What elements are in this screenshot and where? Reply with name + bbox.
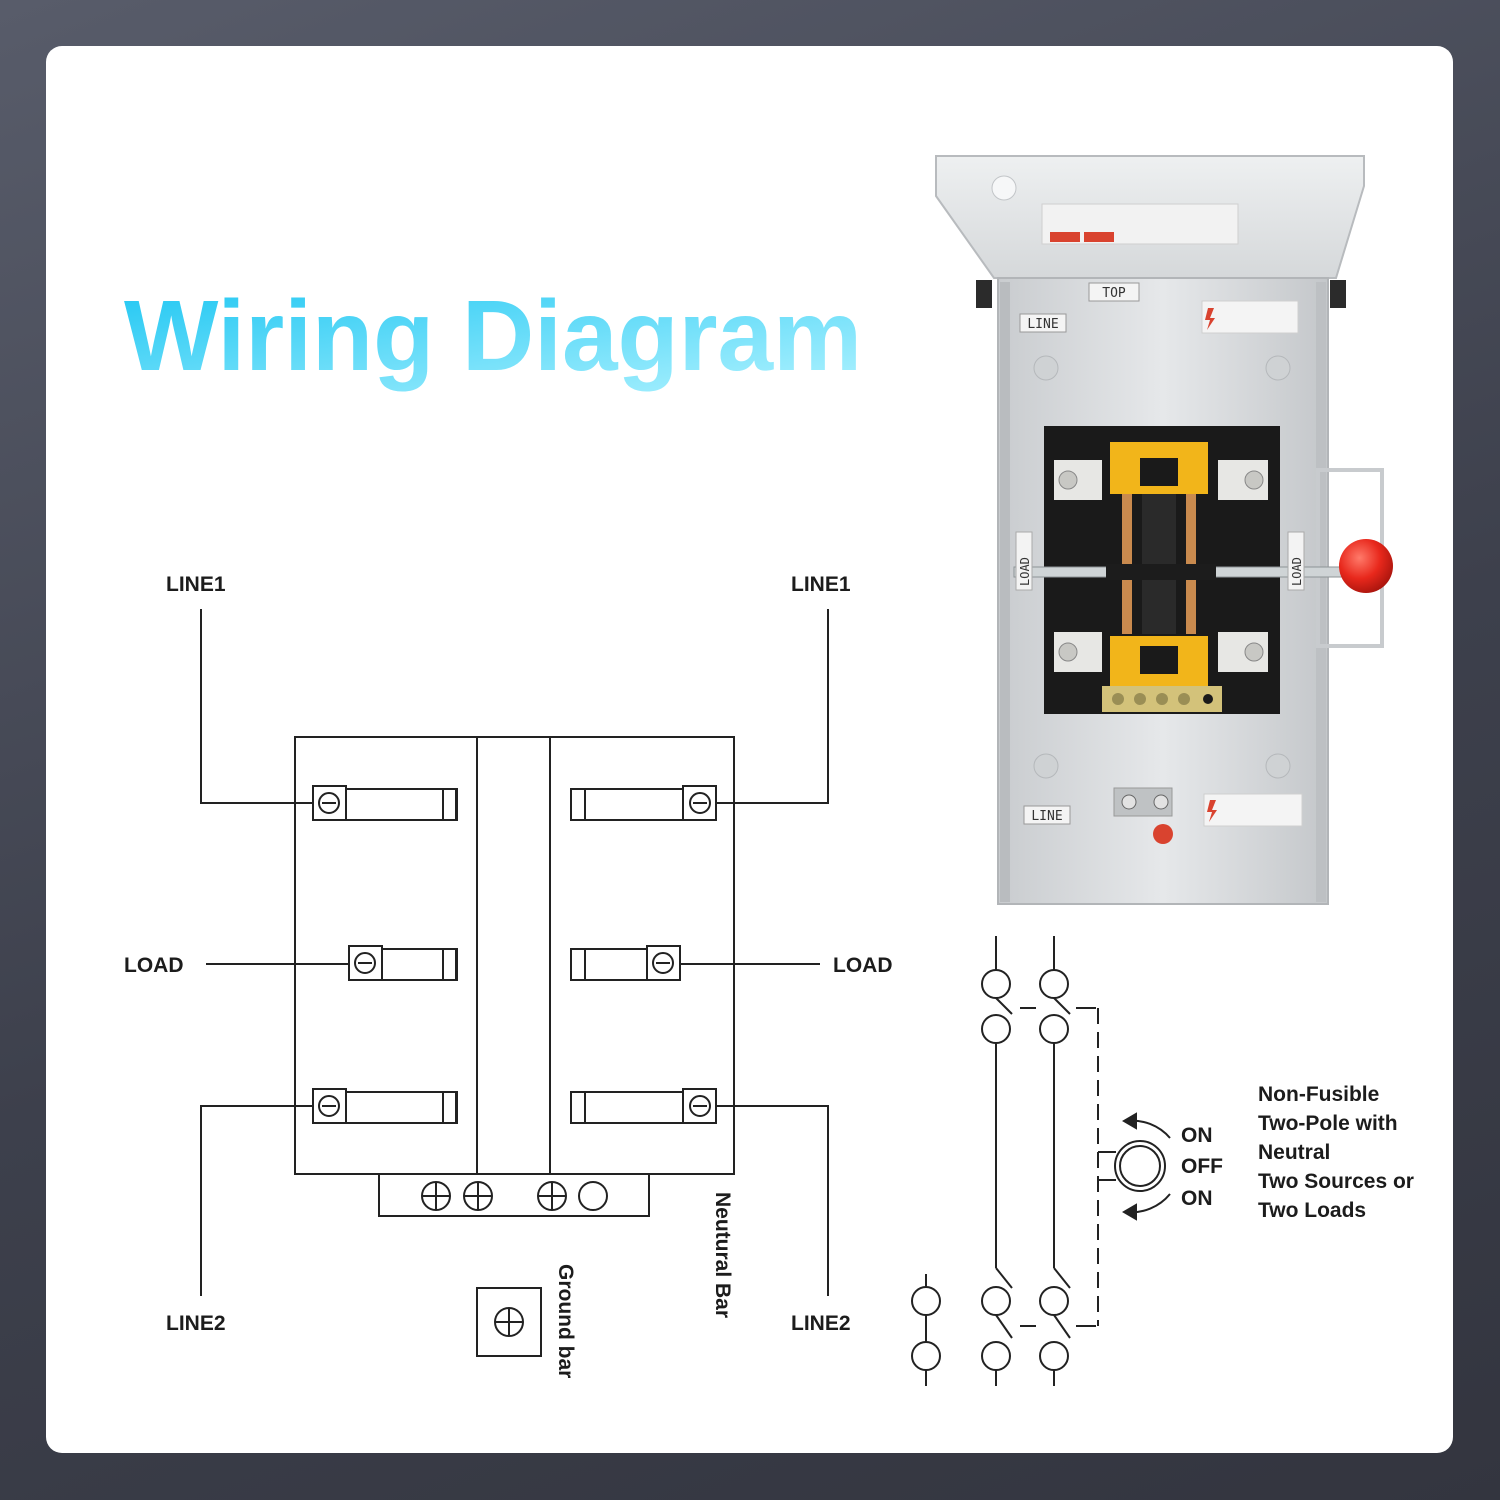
terminal-right-top: [570, 785, 717, 821]
diagram-card: Wiring Diagram: [46, 46, 1453, 1453]
label-line1-right: LINE1: [791, 573, 851, 596]
photo-label-load-right: LOAD: [1290, 557, 1304, 586]
photo-label-top: TOP: [1102, 286, 1126, 301]
wire-line2-left: [200, 1105, 313, 1296]
label-load-right: LOAD: [833, 954, 893, 977]
label-line2-left: LINE2: [166, 1312, 226, 1335]
wire-line1-right: [716, 609, 829, 804]
switch-schematic: [200, 609, 829, 1357]
switch-position-off: OFF: [1181, 1155, 1223, 1178]
terminal-right-bottom: [570, 1088, 717, 1124]
wire-line2-right: [716, 1105, 829, 1296]
label-ground-bar: Ground bar: [554, 1264, 577, 1378]
terminal-left-top: [312, 785, 458, 821]
handle-knob: [1339, 539, 1393, 593]
switch-position-on-bottom: ON: [1181, 1187, 1213, 1210]
label-line1-left: LINE1: [166, 573, 226, 596]
description-line-3: Neutral: [1258, 1141, 1331, 1164]
description-line-4: Two Sources or: [1258, 1170, 1414, 1193]
photo-label-load-left: LOAD: [1018, 557, 1032, 586]
description-line-5: Two Loads: [1258, 1199, 1367, 1222]
description-line-2: Two-Pole with: [1258, 1112, 1398, 1135]
switch-symbol: [911, 936, 1171, 1386]
terminal-left-middle: [348, 945, 458, 981]
label-line2-right: LINE2: [791, 1312, 851, 1335]
switch-position-on-top: ON: [1181, 1124, 1213, 1147]
wire-line1-left: [200, 609, 313, 804]
product-photo: TOP LINE: [935, 155, 1393, 905]
photo-label-line-bottom: LINE: [1031, 809, 1062, 824]
terminal-right-middle: [570, 945, 681, 981]
neutral-bar: [378, 1173, 650, 1217]
photo-label-line-top: LINE: [1027, 317, 1058, 332]
wiring-diagram: Wiring Diagram: [124, 155, 1393, 1386]
label-load-left: LOAD: [124, 954, 184, 977]
product-description: Non-Fusible Two-Pole with Neutral Two So…: [1258, 1080, 1414, 1225]
description-line-1: Non-Fusible: [1258, 1083, 1380, 1106]
ground-bar: [476, 1287, 542, 1357]
label-neutral-bar: Neutural Bar: [711, 1192, 734, 1318]
terminal-left-bottom: [312, 1088, 458, 1124]
page-title: Wiring Diagram: [124, 280, 862, 392]
